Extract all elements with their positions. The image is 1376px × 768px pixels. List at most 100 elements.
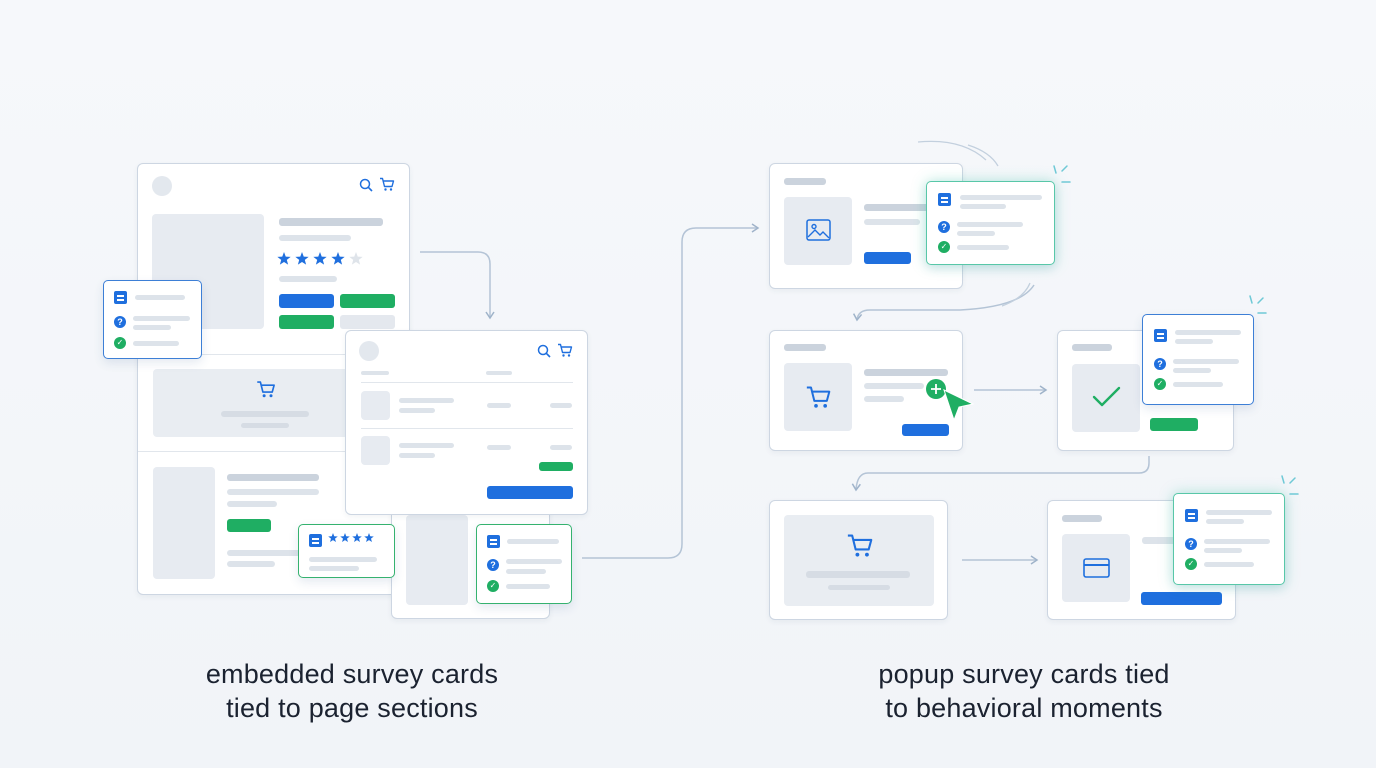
recommendation-line (227, 550, 301, 556)
cart-banner-placeholder (153, 369, 353, 437)
cart-icon (806, 386, 831, 408)
popup-survey-card-1[interactable]: ? ✓ (926, 181, 1055, 265)
sparkle-marks (1053, 165, 1299, 495)
survey-line (960, 195, 1042, 200)
section-divider (138, 354, 408, 355)
recommendation-title-line (227, 474, 319, 481)
checkout-button[interactable] (487, 486, 573, 499)
recommendation-image-placeholder (153, 467, 215, 579)
question-icon: ? (1154, 358, 1166, 370)
popup-survey-card-2[interactable]: ? ✓ (1142, 314, 1254, 405)
survey-line (957, 222, 1023, 227)
embedded-survey-card-checkout[interactable]: ? ✓ (476, 524, 572, 604)
survey-line (1175, 339, 1213, 344)
search-icon[interactable] (537, 344, 551, 358)
recommendation-line (227, 561, 275, 567)
payment-placeholder (1062, 534, 1130, 602)
star-icon (277, 252, 291, 265)
flow-card-cart-summary (769, 500, 948, 620)
card-line (864, 369, 948, 376)
question-icon: ? (114, 316, 126, 328)
card-title-line (784, 178, 826, 185)
recommendation-line (227, 489, 319, 495)
confirmation-placeholder (1072, 364, 1140, 432)
secondary-action-button[interactable] (279, 315, 334, 329)
survey-line (133, 341, 179, 346)
cart-item-price (487, 403, 511, 408)
survey-list-icon (1154, 329, 1167, 342)
survey-line (1204, 548, 1242, 553)
search-icon[interactable] (359, 178, 373, 192)
survey-line (507, 539, 559, 544)
connector-product-to-cart (420, 251, 495, 320)
survey-list-icon (309, 534, 322, 547)
right-caption-line-1: popup survey cards tied (878, 659, 1170, 689)
star-icon (331, 252, 345, 265)
connector-left-to-right (582, 223, 760, 559)
star-icon (352, 533, 362, 543)
survey-line (506, 559, 562, 564)
product-rating-stars (277, 252, 363, 265)
embedded-survey-card-product[interactable]: ? ✓ (103, 280, 202, 359)
survey-line (506, 584, 550, 589)
left-caption-line-1: embedded survey cards (205, 659, 499, 689)
cart-header-line (486, 371, 512, 375)
cart-item-thumb (361, 436, 390, 465)
check-icon (1092, 386, 1121, 407)
pay-button[interactable] (1141, 592, 1222, 605)
mini-rating-stars (328, 533, 374, 543)
cart-placeholder (784, 363, 852, 431)
check-icon: ✓ (487, 580, 499, 592)
card-line (864, 396, 904, 402)
cart-item-line (399, 408, 435, 413)
survey-line (1173, 359, 1239, 364)
banner-line (221, 411, 309, 417)
embedded-survey-card-rating[interactable] (298, 524, 395, 578)
star-icon (328, 533, 338, 543)
star-icon (364, 533, 374, 543)
summary-line (828, 585, 890, 590)
view-details-button[interactable] (864, 252, 911, 264)
cart-item-price (487, 445, 511, 450)
survey-line (133, 325, 171, 330)
cart-total-badge (539, 462, 573, 471)
add-to-cart-button[interactable] (279, 294, 334, 308)
survey-line (1204, 562, 1254, 567)
buy-now-button[interactable] (340, 294, 395, 308)
motion-lines (917, 140, 1031, 307)
cart-item-line (399, 443, 454, 448)
checkout-preview-placeholder (406, 515, 468, 605)
connector-step3-to-step4 (851, 456, 1150, 492)
left-caption: embedded survey cards tied to page secti… (122, 657, 582, 725)
card-line (1142, 537, 1182, 544)
card-title-line (784, 344, 826, 351)
check-icon: ✓ (938, 241, 950, 253)
card-line (864, 219, 920, 225)
survey-line (133, 316, 190, 321)
checkout-button[interactable] (902, 424, 949, 436)
survey-line (1173, 368, 1211, 373)
confirm-button[interactable] (1150, 418, 1198, 431)
cart-page-card (345, 330, 588, 515)
cart-summary-placeholder (784, 515, 934, 606)
product-title-line (279, 218, 383, 226)
product-subtitle-line (279, 235, 351, 241)
check-icon: ✓ (1154, 378, 1166, 390)
check-icon: ✓ (114, 337, 126, 349)
card-title-line (1072, 344, 1112, 351)
cart-divider (361, 382, 573, 383)
survey-list-icon (114, 291, 127, 304)
cart-icon[interactable] (379, 177, 395, 192)
survey-line (506, 569, 546, 574)
star-icon (295, 252, 309, 265)
survey-line (1175, 330, 1241, 335)
cart-item-line (399, 453, 435, 458)
survey-line (135, 295, 185, 300)
recommendation-button[interactable] (227, 519, 271, 532)
recommendation-line (227, 501, 277, 507)
popup-survey-card-3[interactable]: ? ✓ (1173, 493, 1285, 585)
tertiary-action-button[interactable] (340, 315, 395, 329)
star-icon (340, 533, 350, 543)
cart-icon[interactable] (557, 343, 573, 358)
survey-line (1206, 510, 1272, 515)
